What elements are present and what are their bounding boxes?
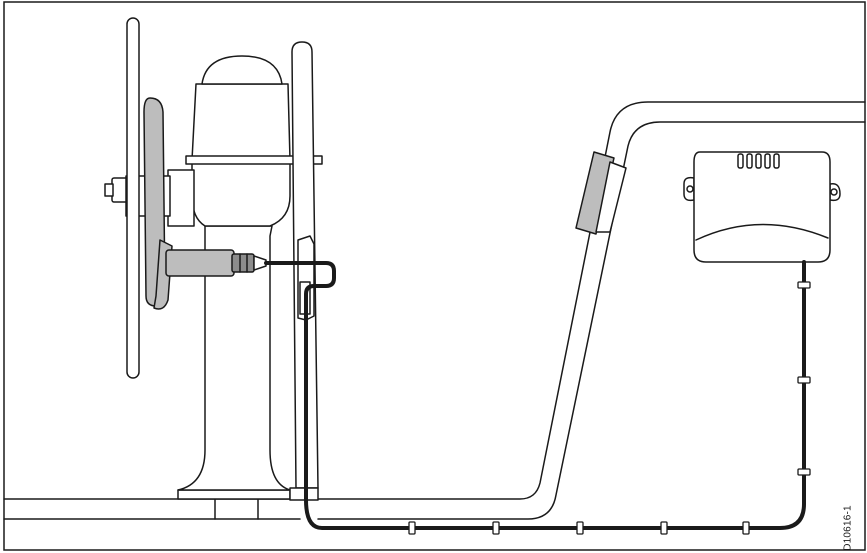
drive-unit-icon [165,249,267,277]
cable-clips [408,281,811,535]
display-icon [575,151,627,235]
cable-icon [264,260,811,535]
diagram-frame [3,1,866,551]
deck-floor [3,498,301,520]
vent-slots [737,153,780,169]
bulkhead-contour [317,101,866,520]
steering-wheel-icon [104,17,173,379]
figure-reference-code: D10616-1 [842,505,854,551]
control-unit-icon [683,151,841,263]
